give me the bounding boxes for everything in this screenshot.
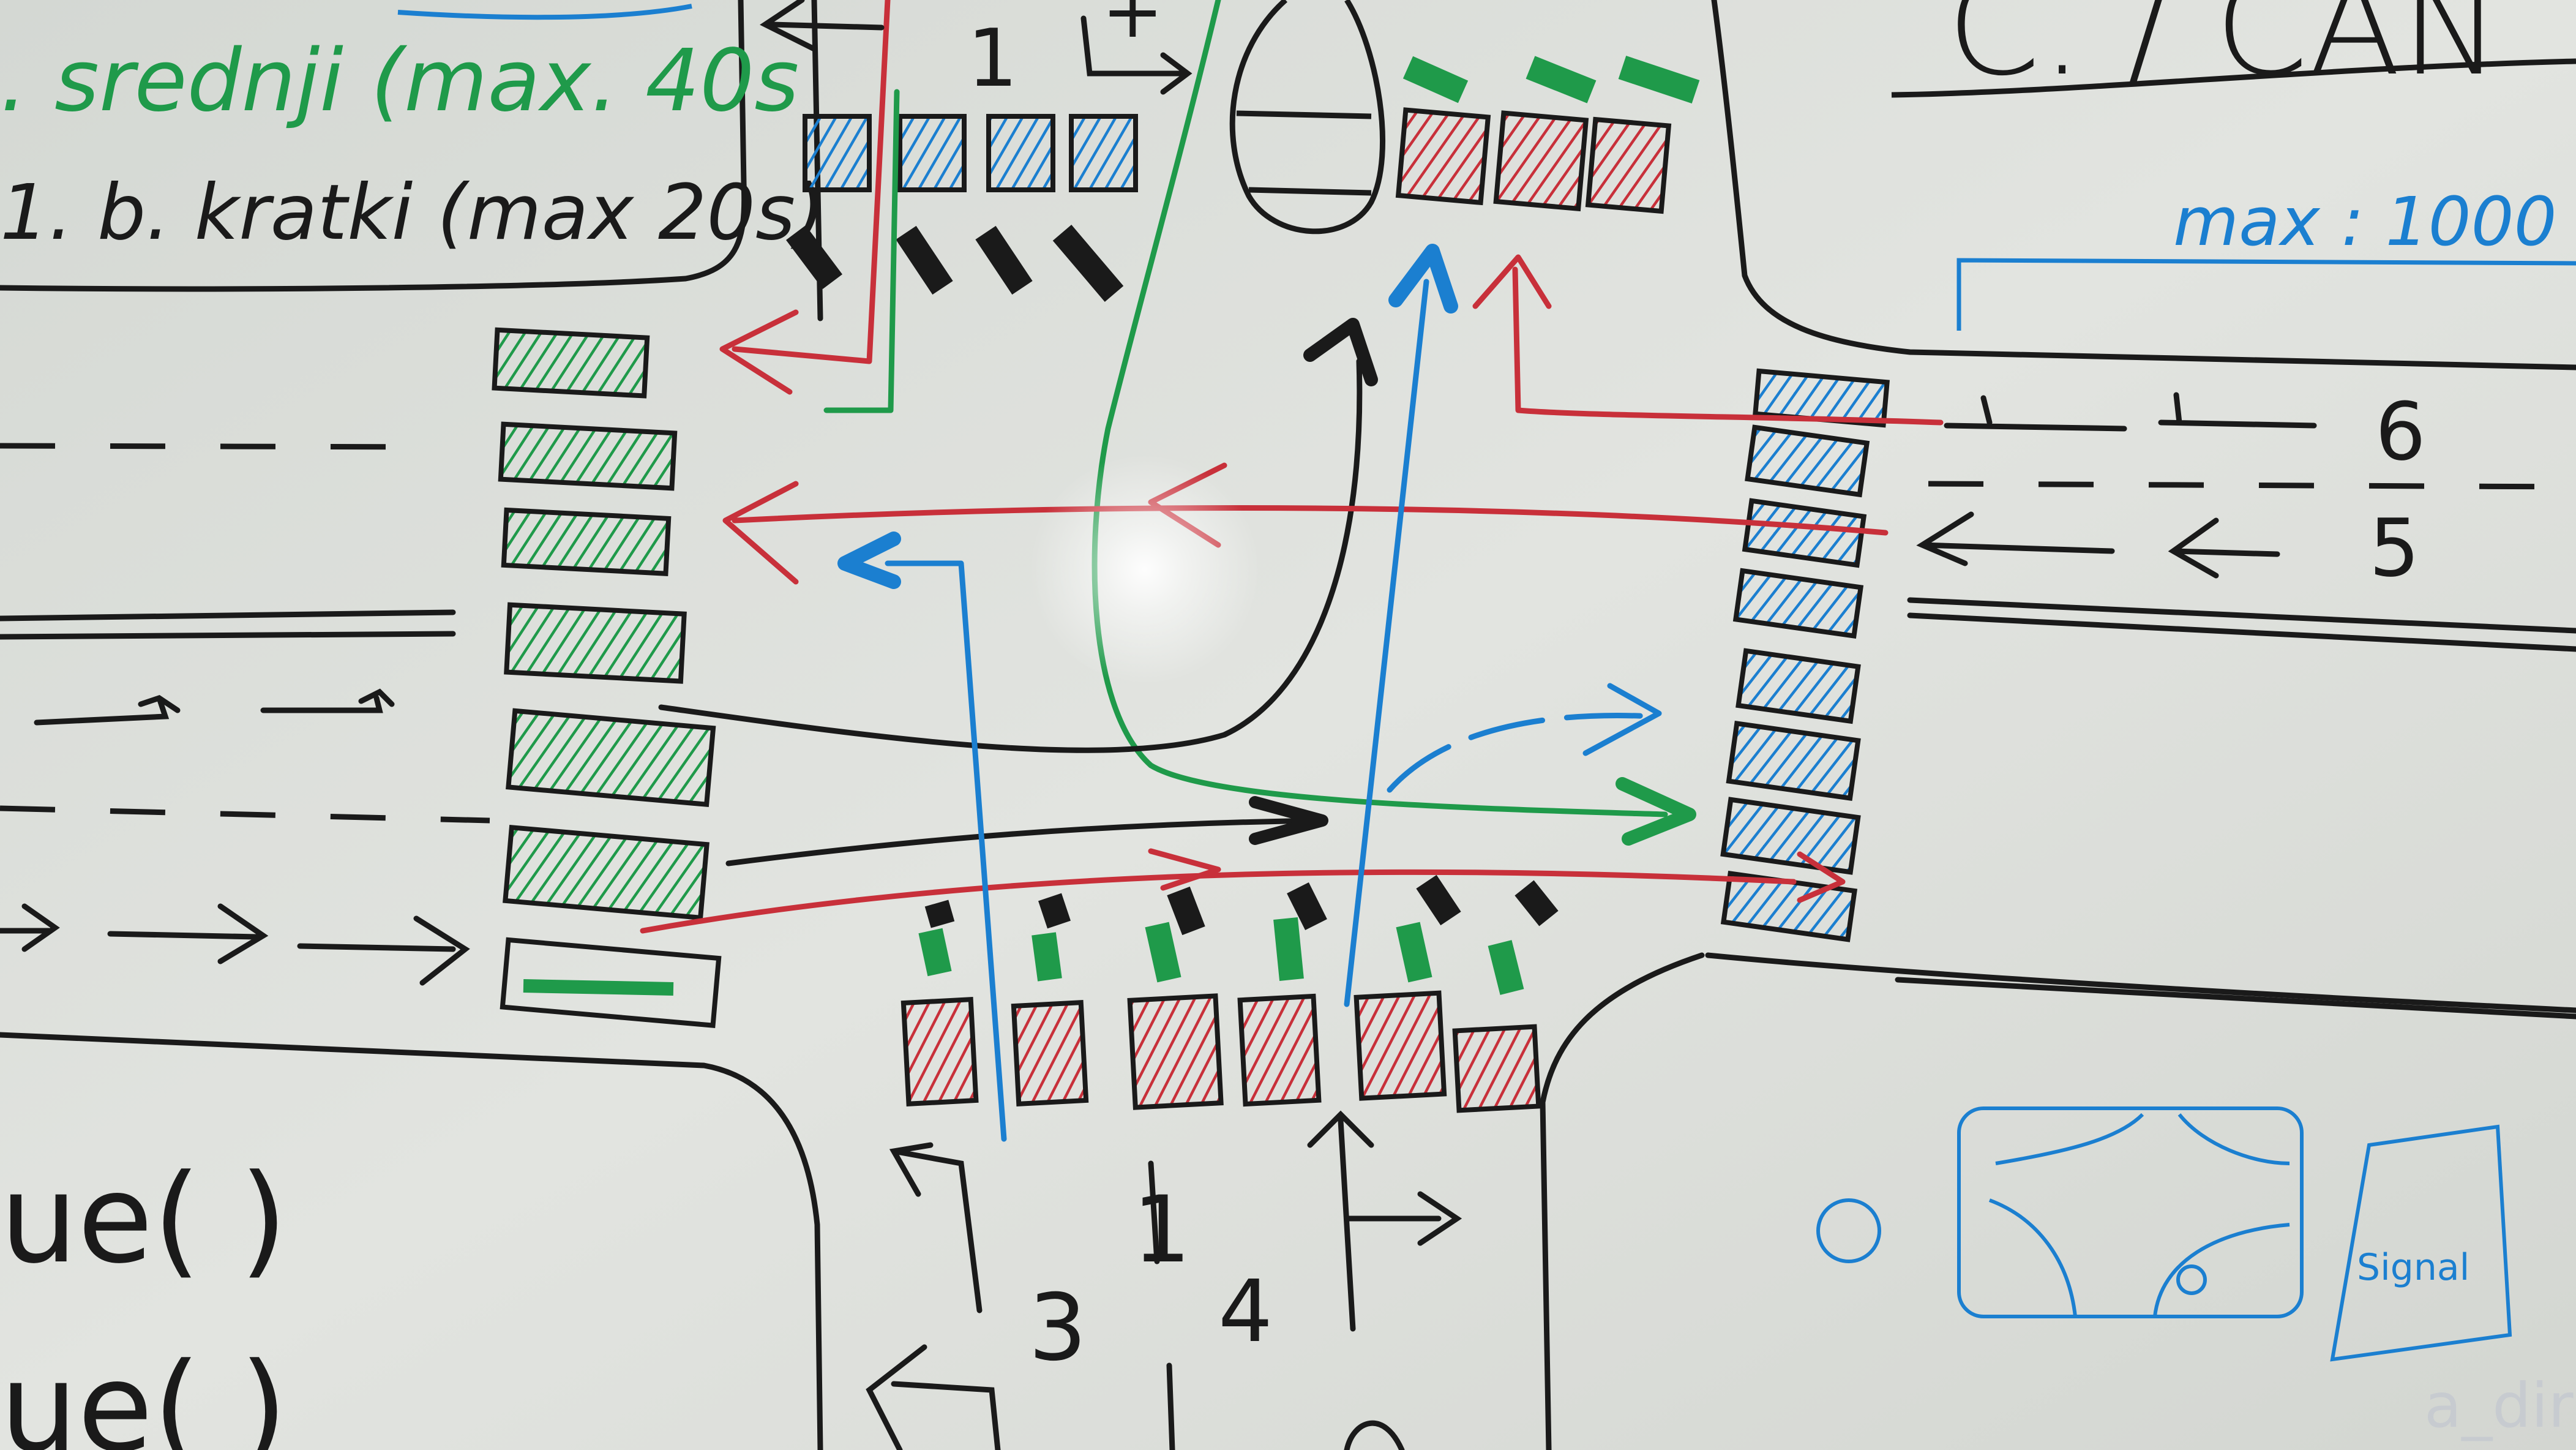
lane-label-top-1: 1: [967, 12, 1018, 105]
note-srednji: . srednji (max. 40s: [0, 31, 799, 131]
lane-label-bottom-3: 3: [1028, 1275, 1087, 1381]
lane-label-top-plus: +: [1102, 0, 1164, 54]
lane-label-bottom-4: 4: [1218, 1262, 1273, 1362]
lane-label-bottom-1: 1: [1133, 1177, 1191, 1283]
note-fn-2: ue( ): [0, 1337, 287, 1450]
crossing-left: [492, 327, 722, 1028]
notes-box: [0, 0, 747, 292]
crossing-bottom: [900, 874, 1559, 1113]
traffic-island: [1229, 0, 1386, 235]
note-signal: Signal: [2357, 1246, 2469, 1289]
lane-dashes: [0, 443, 2576, 824]
lane-label-right-6: 6: [2375, 385, 2426, 478]
note-a-dir: a_dir: [2424, 1370, 2574, 1441]
lane-arrows: [0, 0, 2317, 1450]
lane-label-right-5: 5: [2369, 501, 2420, 595]
blue-bracket: [1956, 258, 2576, 331]
note-top-scribble: [397, 4, 692, 20]
movement-arrows: [640, 0, 1944, 1142]
crossing-top: [786, 56, 1700, 302]
header-underline: [1891, 58, 2576, 98]
note-max: max : 1000: [2173, 182, 2557, 261]
note-fn-1: ue( ): [0, 1148, 287, 1291]
note-kratki: 1. b. kratki (max 20s): [0, 168, 825, 257]
mini-intersection-sketch: [1816, 1106, 2512, 1362]
